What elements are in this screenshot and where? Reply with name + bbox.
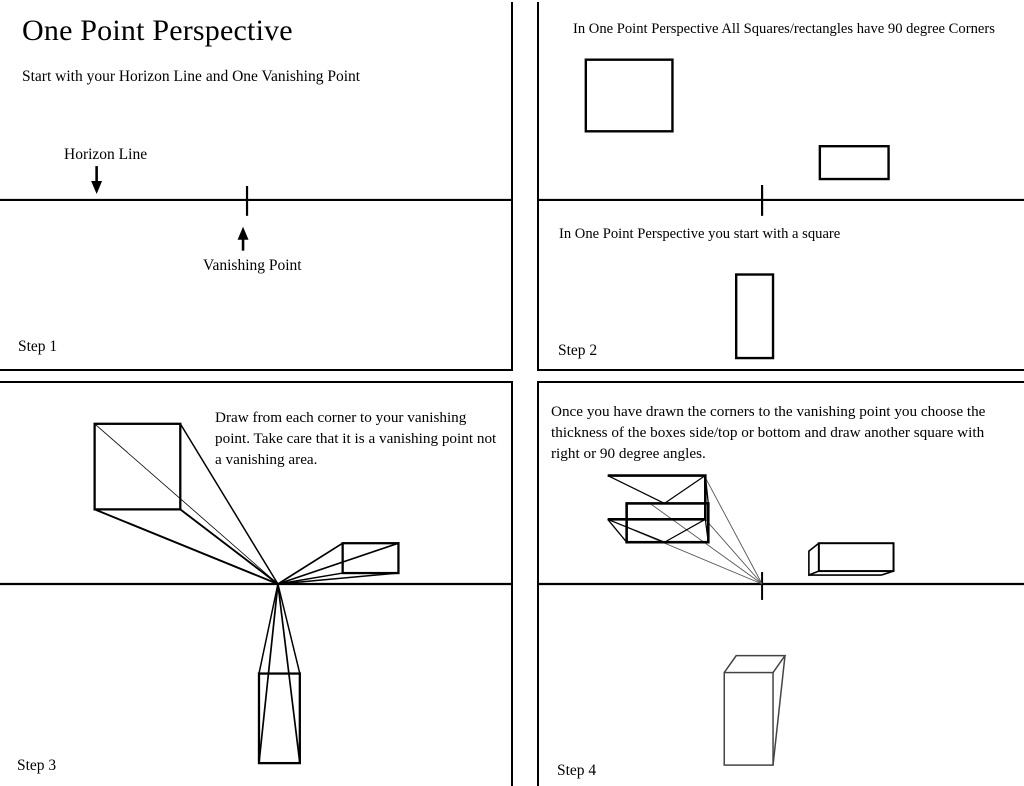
panel-3-caption: Draw from each corner to your vanishing … xyxy=(215,409,497,468)
horizon-line-label: Horizon Line xyxy=(64,146,148,163)
panel-1-drawing xyxy=(0,166,511,251)
panel-2-caption-bottom: In One Point Perspective you start with … xyxy=(559,226,841,242)
panel-1-caption: Start with your Horizon Line and One Van… xyxy=(22,68,361,85)
panel-step-3: Draw from each corner to your vanishing … xyxy=(0,381,513,786)
panel-step-2: In One Point Perspective All Squares/rec… xyxy=(537,2,1024,371)
panel-1-content: One Point Perspective Start with your Ho… xyxy=(0,2,511,369)
rectangle-below xyxy=(257,672,301,765)
panel-3-content: Draw from each corner to your vanishing … xyxy=(0,383,511,786)
box-right xyxy=(808,542,895,577)
panel-2-drawing xyxy=(539,58,1024,360)
box-silhouette-upper xyxy=(607,475,709,543)
box-below xyxy=(723,654,787,766)
panel-2-caption-top: In One Point Perspective All Squares/rec… xyxy=(573,21,995,37)
panel-step-4: Once you have drawn the corners to the v… xyxy=(537,381,1024,786)
vanishing-point-label: Vanishing Point xyxy=(203,257,302,274)
perspective-lines-right-rectangle xyxy=(277,542,399,585)
box-front-face-upper xyxy=(625,502,710,544)
step-label-3: Step 3 xyxy=(17,757,57,774)
rectangle-lower-center xyxy=(734,273,775,360)
panel-4-caption: Once you have drawn the corners to the v… xyxy=(551,403,986,462)
box-back-face-upper xyxy=(607,474,707,521)
step-label-4: Step 4 xyxy=(557,762,597,779)
square-upper-left xyxy=(93,422,182,511)
perspective-guide-lines-upper-box xyxy=(607,477,763,585)
square-upper-left xyxy=(584,58,674,133)
page-title: One Point Perspective xyxy=(22,14,293,47)
panel-4-content: Once you have drawn the corners to the v… xyxy=(539,383,1024,786)
box-receding-edges-upper xyxy=(607,475,706,543)
panel-2-content: In One Point Perspective All Squares/rec… xyxy=(539,2,1024,369)
perspective-lines-lower-rectangle xyxy=(258,583,301,764)
rectangle-upper-right xyxy=(818,145,890,181)
panel-step-1: One Point Perspective Start with your Ho… xyxy=(0,2,513,371)
vanishing-point-arrow-up-icon xyxy=(237,226,249,251)
rectangle-right xyxy=(341,542,400,575)
horizon-arrow-down-icon xyxy=(91,166,103,194)
step-label-1: Step 1 xyxy=(18,338,58,355)
step-label-2: Step 2 xyxy=(558,342,598,359)
